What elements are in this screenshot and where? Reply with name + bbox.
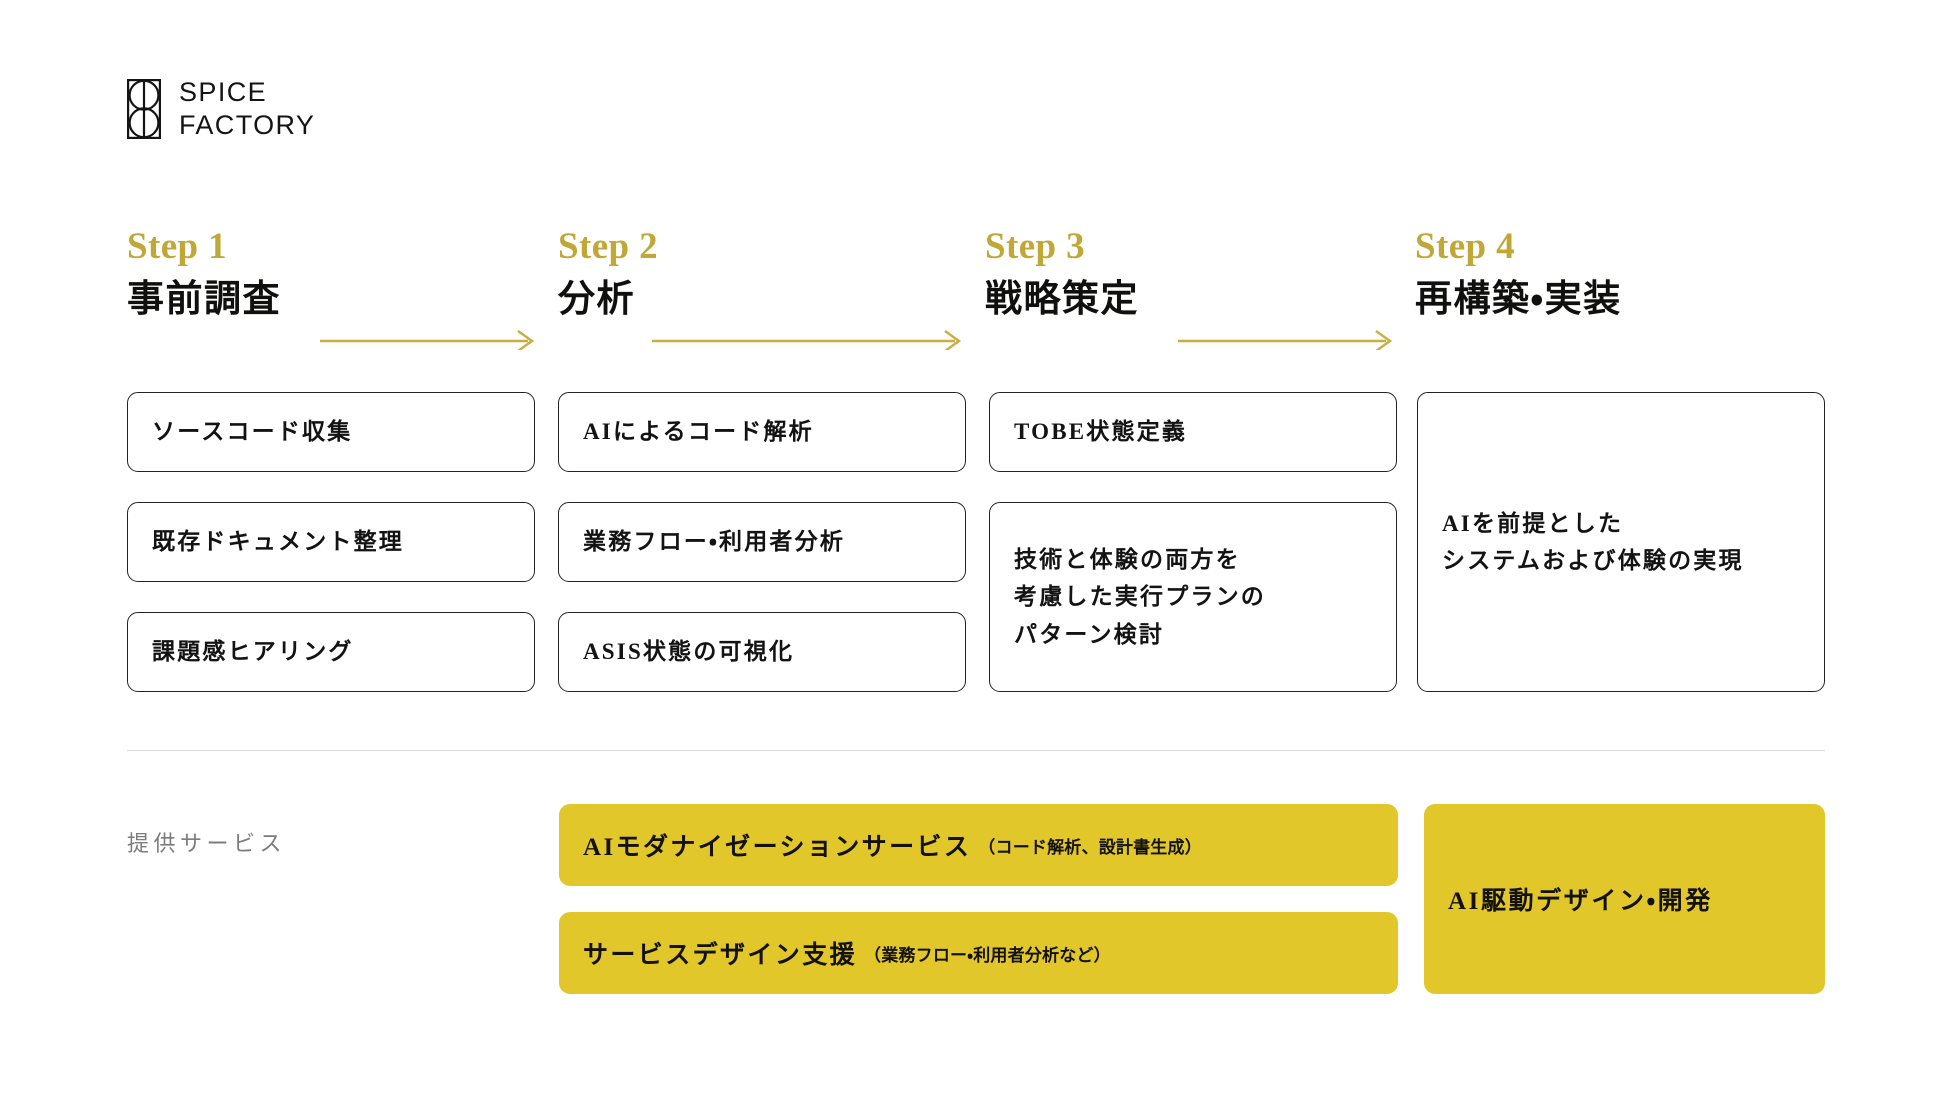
- service-block-title: AI駆動デザイン・開発: [1448, 888, 1713, 915]
- step-arrow-1-to-2: [320, 328, 537, 350]
- card-row[interactable]: AIを前提とした システムおよび体験の実現: [1417, 392, 1825, 692]
- step-column-3: TOBE状態定義 技術と体験の両方を 考慮した実行プランの パターン検討: [989, 392, 1397, 702]
- step-header-1: Step 1 事前調査: [127, 228, 281, 321]
- service-block-ai-driven-design[interactable]: AI駆動デザイン・開発: [1424, 804, 1825, 994]
- card-row[interactable]: ソースコード収集: [127, 392, 535, 472]
- brand-line-1: SPICE: [179, 77, 268, 107]
- card-label: TOBE状態定義: [1014, 419, 1188, 445]
- step-header-4: Step 4 再構築・実装: [1415, 228, 1622, 321]
- step-label-1: Step 1: [127, 226, 228, 267]
- brand-line-2: FACTORY: [179, 109, 316, 140]
- card-row[interactable]: 課題感ヒアリング: [127, 612, 535, 692]
- card-row[interactable]: ASIS状態の可視化: [558, 612, 966, 692]
- card-label: AIによるコード解析: [583, 419, 814, 445]
- service-bar-subtitle: （業務フロー・利用者分析など）: [864, 945, 1111, 965]
- card-label: 課題感ヒアリング: [152, 639, 354, 665]
- step-cards-grid: ソースコード収集 既存ドキュメント整理 課題感ヒアリング AIによるコード解析 …: [127, 392, 1825, 702]
- step-column-1: ソースコード収集 既存ドキュメント整理 課題感ヒアリング: [127, 392, 535, 702]
- card-label: 技術と体験の両方を 考慮した実行プランの パターン検討: [1014, 547, 1266, 647]
- step-label-4: Step 4: [1415, 226, 1516, 267]
- card-row[interactable]: 既存ドキュメント整理: [127, 502, 535, 582]
- section-divider: [127, 750, 1825, 751]
- step-title-1: 事前調査: [127, 279, 281, 320]
- service-bar-title: サービスデザイン支援: [583, 942, 858, 969]
- services-section-label: 提供サービス: [127, 831, 287, 856]
- card-label: ソースコード収集: [152, 419, 353, 445]
- card-label: 既存ドキュメント整理: [152, 529, 404, 555]
- step-column-2: AIによるコード解析 業務フロー・利用者分析 ASIS状態の可視化: [558, 392, 966, 702]
- step-arrow-2-to-3: [652, 328, 964, 350]
- spice-factory-mark-icon: [127, 78, 161, 139]
- step-label-3: Step 3: [985, 226, 1086, 267]
- step-label-2: Step 2: [558, 226, 659, 267]
- step-header-2: Step 2 分析: [558, 228, 658, 321]
- service-bar-design-support[interactable]: サービスデザイン支援 （業務フロー・利用者分析など）: [559, 912, 1398, 994]
- step-column-4: AIを前提とした システムおよび体験の実現: [1417, 392, 1825, 702]
- step-title-4: 再構築・実装: [1415, 279, 1622, 320]
- card-label: AIを前提とした システムおよび体験の実現: [1442, 510, 1744, 573]
- step-title-3: 戦略策定: [985, 279, 1139, 320]
- step-header-3: Step 3 戦略策定: [985, 228, 1139, 321]
- card-label: ASIS状態の可視化: [583, 639, 795, 665]
- card-row[interactable]: AIによるコード解析: [558, 392, 966, 472]
- card-row[interactable]: 業務フロー・利用者分析: [558, 502, 966, 582]
- service-bar-title: AIモダナイゼーションサービス: [583, 834, 972, 861]
- card-row[interactable]: TOBE状態定義: [989, 392, 1397, 472]
- service-bar-modernization[interactable]: AIモダナイゼーションサービス （コード解析、設計書生成）: [559, 804, 1398, 886]
- brand-wordmark: SPICE FACTORY: [179, 76, 315, 142]
- card-row[interactable]: 技術と体験の両方を 考慮した実行プランの パターン検討: [989, 502, 1397, 692]
- service-bar-subtitle: （コード解析、設計書生成）: [978, 837, 1202, 857]
- step-arrow-3-to-4: [1178, 328, 1395, 350]
- step-title-2: 分析: [558, 279, 635, 320]
- card-label: 業務フロー・利用者分析: [583, 529, 846, 555]
- brand-logo: SPICE FACTORY: [127, 76, 315, 142]
- steps-header-row: Step 1 事前調査 Step 2 分析 Step 3 戦略策定: [127, 228, 1825, 350]
